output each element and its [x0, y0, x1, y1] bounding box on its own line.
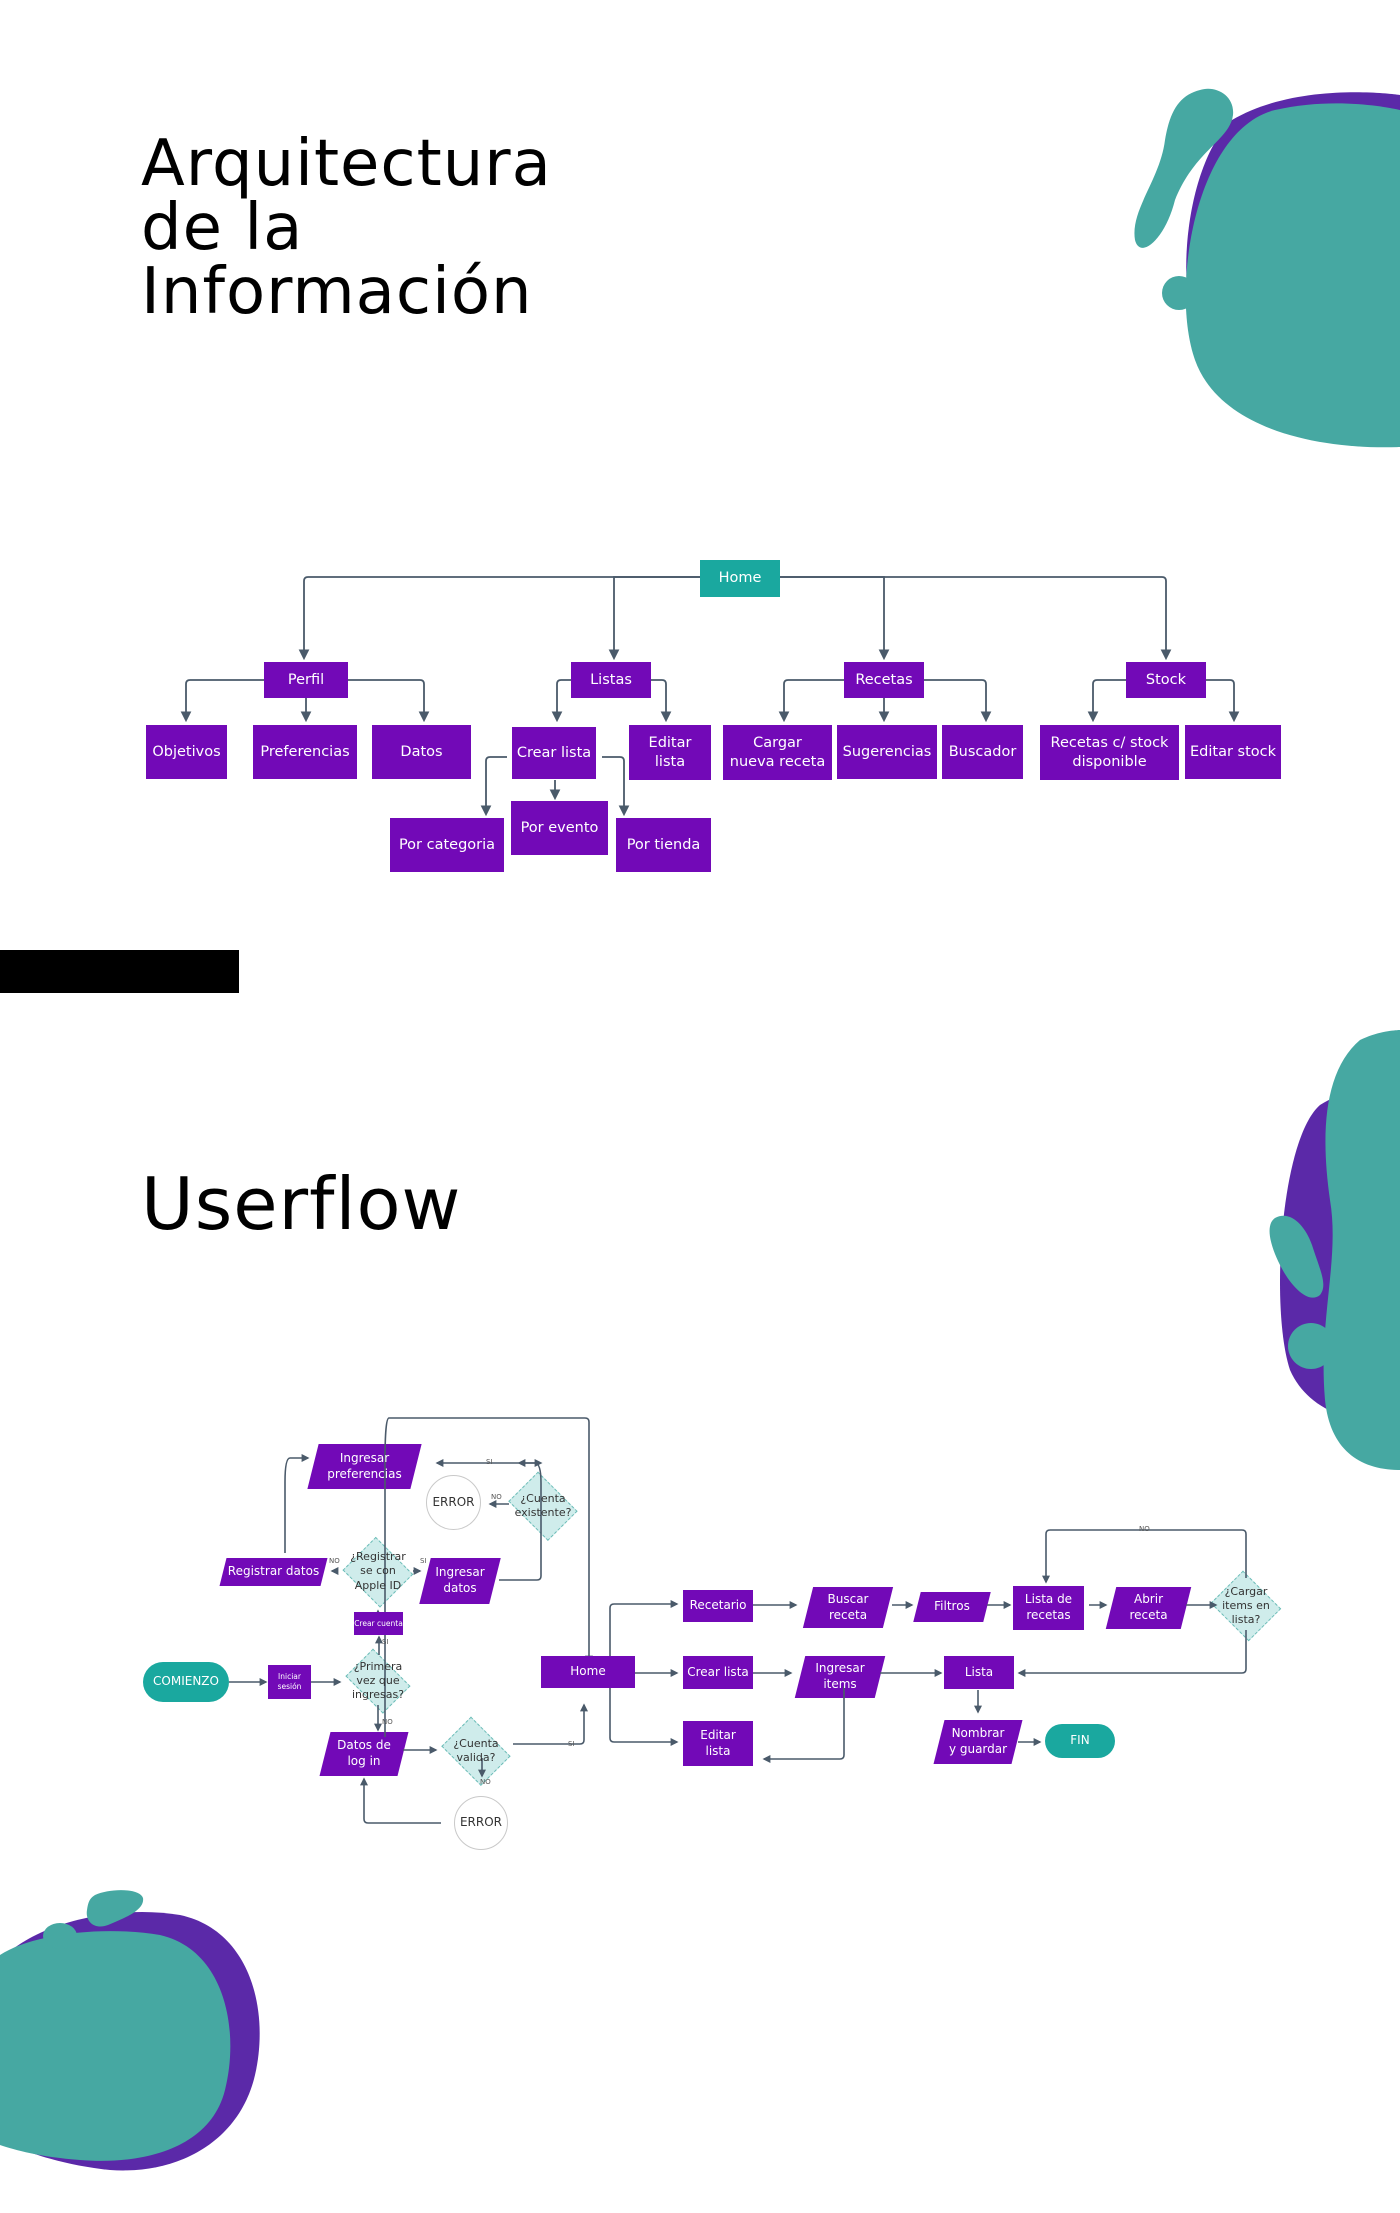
uf-buscar-receta: Buscar receta: [808, 1587, 888, 1628]
uf-cuenta-valida-text: ¿Cuenta valida?: [453, 1736, 499, 1764]
ia-home: Home: [700, 560, 780, 597]
uf-nombrar-guardar: Nombrar y guardar: [939, 1720, 1017, 1764]
label-si-cuenta-valida: SI: [568, 1740, 575, 1748]
uf-ingresar-items-text: Ingresar items: [815, 1661, 865, 1691]
uf-cargar-items-text: ¿Cargar items en lista?: [1222, 1584, 1270, 1627]
uf-ingresar-items: Ingresar items: [800, 1656, 880, 1698]
ia-crear-lista: Crear lista: [512, 727, 596, 779]
ia-datos: Datos: [372, 725, 471, 779]
blob-top-right-dot: [1162, 276, 1196, 310]
ia-por-categoria: Por categoria: [390, 818, 504, 872]
ia-sugerencias: Sugerencias: [837, 725, 937, 779]
uf-registrar-apple-text: ¿Registrar se con Apple ID: [350, 1550, 406, 1592]
blob-bottom-left-drop: [86, 1890, 144, 1927]
uf-iniciar-sesion: Iniciar sesión: [268, 1665, 311, 1699]
uf-comienzo: COMIENZO: [143, 1662, 229, 1702]
ia-perfil: Perfil: [264, 662, 348, 698]
label-no-primera-vez: NO: [382, 1718, 393, 1726]
blob-bottom-left-teal: [0, 1931, 231, 2161]
uf-recetario: Recetario: [683, 1590, 753, 1622]
ia-stock: Stock: [1126, 662, 1206, 698]
blob-bottom-left-dot: [43, 1923, 77, 1949]
architecture-title-line-2: de la: [141, 191, 304, 265]
uf-ingresar-datos: Ingresar datos: [425, 1558, 495, 1604]
uf-lista: Lista: [944, 1656, 1014, 1689]
ia-objetivos: Objetivos: [146, 725, 227, 779]
ia-recetas: Recetas: [844, 662, 924, 698]
architecture-title: Arquitectura de la Información: [141, 132, 552, 324]
uf-cuenta-valida-decision: ¿Cuenta valida?: [438, 1723, 514, 1779]
uf-cuenta-existente-decision: ¿Cuenta existente?: [505, 1478, 581, 1534]
uf-abrir-receta: Abrir receta: [1111, 1587, 1186, 1629]
label-si-registrar: SI: [420, 1557, 427, 1565]
uf-editar-lista: Editar lista: [683, 1721, 753, 1766]
blob-top-right-teal: [1185, 103, 1400, 448]
section-divider-bar: [0, 950, 239, 993]
ia-recetas-stock-disponible: Recetas c/ stock disponible: [1040, 725, 1179, 780]
ia-buscador: Buscador: [942, 725, 1023, 779]
uf-ingresar-datos-text: Ingresar datos: [435, 1565, 485, 1595]
uf-primera-vez-text: ¿Primera vez que ingresas?: [351, 1659, 405, 1702]
uf-filtros: Filtros: [917, 1592, 987, 1622]
ia-preferencias: Preferencias: [253, 725, 357, 779]
uf-registrar-datos: Registrar datos: [223, 1558, 324, 1586]
blob-mid-right-teal: [1323, 1030, 1400, 1470]
label-no-cargar-items: NO: [1139, 1525, 1150, 1533]
label-si-cuenta-existente: SI: [486, 1458, 493, 1466]
uf-registrar-apple-decision: ¿Registrar se con Apple ID: [342, 1540, 414, 1603]
label-no-registrar: NO: [329, 1557, 340, 1565]
uf-datos-login: Datos de log in: [325, 1732, 403, 1776]
label-no-cuenta-existente: NO: [491, 1493, 502, 1501]
uf-cargar-items-decision: ¿Cargar items en lista?: [1209, 1575, 1283, 1637]
uf-cuenta-existente-text: ¿Cuenta existente?: [514, 1491, 572, 1519]
ia-por-evento: Por evento: [511, 801, 608, 855]
ia-listas: Listas: [571, 662, 651, 698]
uf-error-top: ERROR: [426, 1475, 481, 1530]
uf-filtros-text: Filtros: [934, 1599, 970, 1614]
uf-ingresar-preferencias-text: Ingresar preferencias: [327, 1450, 402, 1481]
architecture-title-line-3: Información: [141, 255, 533, 329]
label-no-cuenta-valida: NO: [480, 1778, 491, 1786]
uf-error-bottom: ERROR: [454, 1796, 508, 1850]
ia-por-tienda: Por tienda: [616, 818, 711, 872]
ia-editar-stock: Editar stock: [1185, 725, 1281, 779]
uf-lista-recetas: Lista de recetas: [1013, 1586, 1084, 1630]
uf-nombrar-guardar-text: Nombrar y guardar: [948, 1726, 1008, 1756]
uf-crear-cuenta: Crear cuenta: [354, 1612, 403, 1635]
blob-mid-right-dot: [1288, 1323, 1334, 1369]
ia-cargar-nueva-receta: Cargar nueva receta: [723, 725, 832, 780]
uf-registrar-datos-text: Registrar datos: [227, 1564, 320, 1579]
uf-ingresar-preferencias: Ingresar preferencias: [313, 1444, 416, 1489]
uf-crear-lista: Crear lista: [683, 1656, 753, 1689]
uf-fin: FIN: [1045, 1724, 1115, 1758]
ia-editar-lista: Editar lista: [629, 725, 711, 780]
uf-abrir-receta-text: Abrir receta: [1129, 1592, 1168, 1622]
uf-home: Home: [541, 1656, 635, 1688]
architecture-title-line-1: Arquitectura: [141, 127, 552, 201]
uf-buscar-receta-text: Buscar receta: [827, 1591, 869, 1622]
blob-mid-right-drop: [1269, 1215, 1324, 1298]
label-si-primera-vez: SI: [382, 1638, 389, 1646]
uf-primera-vez-decision: ¿Primera vez que ingresas?: [342, 1655, 414, 1707]
userflow-title: Userflow: [141, 1162, 462, 1246]
uf-datos-login-text: Datos de log in: [337, 1738, 391, 1768]
blob-top-right-drop: [1134, 88, 1234, 248]
